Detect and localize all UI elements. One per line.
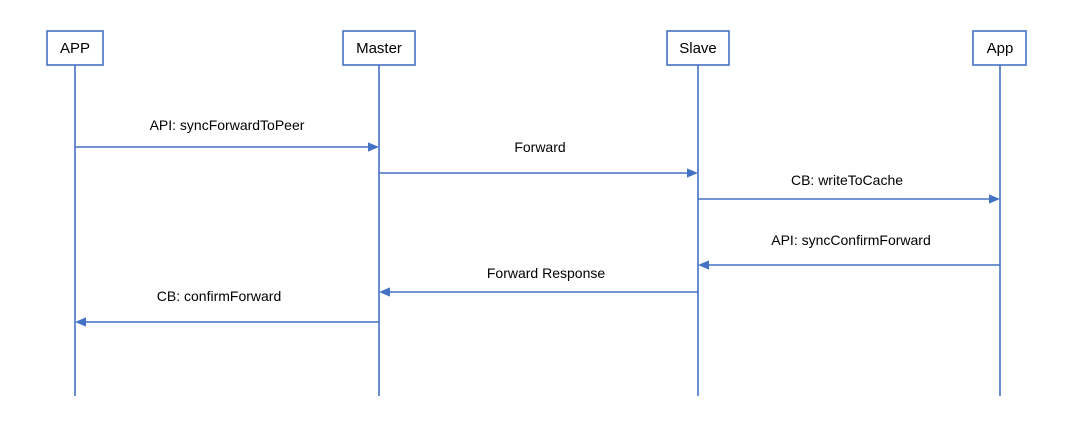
message-msg-4[interactable]: API: syncConfirmForward	[698, 232, 1000, 270]
message-msg-5[interactable]: Forward Response	[379, 265, 698, 297]
lifeline-master[interactable]: Master	[342, 30, 416, 396]
message-msg-3[interactable]: CB: writeToCache	[698, 172, 1000, 204]
lifeline-box-slave[interactable]	[666, 30, 730, 66]
message-arrowhead-msg-4	[698, 260, 709, 270]
message-msg-1[interactable]: API: syncForwardToPeer	[75, 117, 379, 152]
message-label-msg-5: Forward Response	[487, 265, 605, 281]
lifeline-app-right[interactable]: App	[972, 30, 1027, 396]
lifeline-label-master: Master	[356, 40, 402, 57]
message-arrowhead-msg-5	[379, 287, 390, 297]
message-msg-6[interactable]: CB: confirmForward	[75, 288, 379, 327]
message-label-msg-6: CB: confirmForward	[157, 288, 281, 304]
message-arrowhead-msg-3	[989, 194, 1000, 204]
lifeline-box-master[interactable]	[342, 30, 416, 66]
lifeline-slave[interactable]: Slave	[666, 30, 730, 396]
message-arrowhead-msg-2	[687, 168, 698, 178]
message-arrowhead-msg-1	[368, 142, 379, 152]
message-msg-2[interactable]: Forward	[379, 139, 698, 178]
message-label-msg-2: Forward	[514, 139, 565, 155]
message-label-msg-3: CB: writeToCache	[791, 172, 903, 188]
message-arrowhead-msg-6	[75, 317, 86, 327]
lifeline-label-app-right: App	[987, 40, 1014, 57]
lifeline-label-slave: Slave	[679, 40, 717, 57]
message-label-msg-4: API: syncConfirmForward	[771, 232, 930, 248]
message-label-msg-1: API: syncForwardToPeer	[150, 117, 305, 133]
lifeline-box-app-left[interactable]	[46, 30, 104, 66]
lifelines-group: APP Master Slave App	[46, 30, 1027, 396]
lifeline-label-app-left: APP	[60, 40, 90, 57]
lifeline-app-left[interactable]: APP	[46, 30, 104, 396]
